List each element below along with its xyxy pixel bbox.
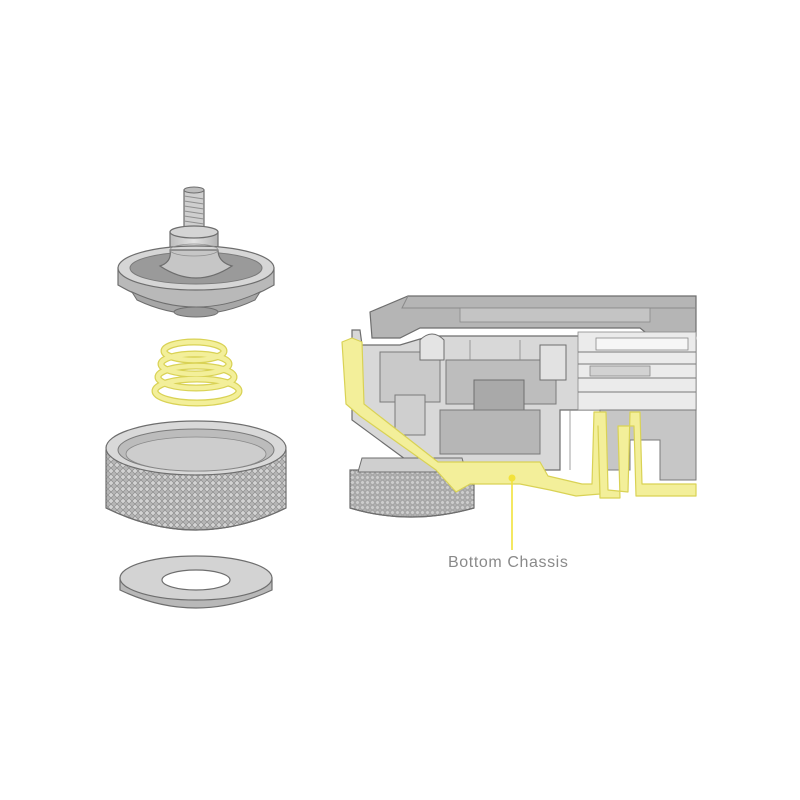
foot-bolt-icon (117, 186, 275, 318)
callout-label: Bottom Chassis (448, 554, 568, 571)
washer-icon (119, 555, 273, 609)
bottom-chassis-highlight (341, 337, 697, 499)
callout-leader (508, 474, 516, 550)
knurled-ring-icon (105, 420, 287, 531)
